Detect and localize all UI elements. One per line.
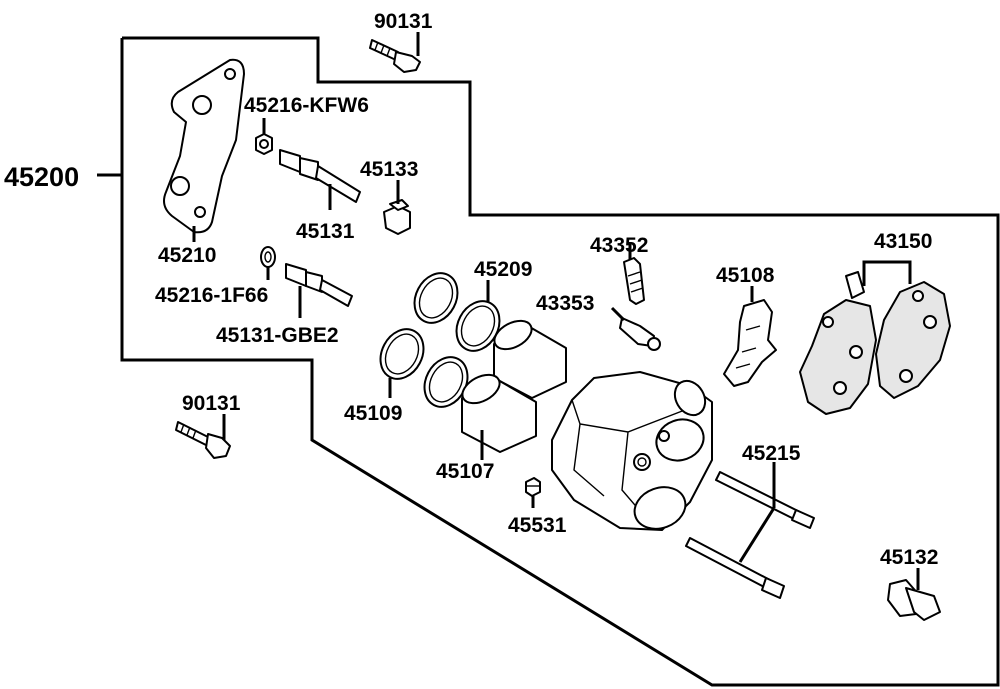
label-45109: 45109 (344, 402, 402, 425)
spring-45108 (723, 299, 777, 387)
label-43352: 43352 (590, 234, 648, 257)
label-45108: 45108 (716, 264, 775, 287)
nut-45216-kfw6 (255, 133, 273, 155)
assembly-outline (120, 36, 1000, 687)
label-45107: 45107 (436, 460, 494, 483)
label-45131: 45131 (296, 220, 355, 243)
bleeder-45531 (525, 477, 541, 497)
seal-45109-b (423, 356, 469, 408)
label-43150: 43150 (874, 230, 932, 253)
pin-45215-b (685, 537, 785, 599)
label-45215: 45215 (742, 442, 801, 465)
plug-45133 (383, 199, 411, 235)
label-45131-gbe2: 45131-GBE2 (216, 324, 339, 347)
cap-43353 (619, 317, 661, 351)
pad-43150-b (875, 281, 951, 399)
seal-45209-a (413, 272, 459, 324)
label-90131-left: 90131 (182, 392, 241, 415)
bleeder-43352 (623, 257, 645, 305)
label-45216-kfw6: 45216-KFW6 (244, 94, 369, 117)
label-43353: 43353 (536, 292, 594, 315)
bolt-90131-left (175, 421, 231, 459)
pin-45131 (279, 149, 361, 203)
label-45210: 45210 (158, 244, 216, 267)
bolt-90131-top (369, 39, 421, 73)
pin-45131-gbe2 (285, 263, 353, 307)
caliper-body (551, 371, 713, 531)
pad-43150-a (799, 271, 877, 415)
leader-43353 (610, 306, 626, 322)
washer-45216-1f66 (260, 246, 276, 268)
seal-45109-a (379, 328, 425, 380)
label-45133: 45133 (360, 158, 418, 181)
label-45216-1f66: 45216-1F66 (155, 284, 268, 307)
label-90131-top: 90131 (374, 10, 433, 33)
bolt-45132 (887, 579, 941, 621)
label-45209: 45209 (474, 258, 532, 281)
label-45132: 45132 (880, 546, 938, 569)
label-45200: 45200 (4, 162, 79, 192)
label-45531: 45531 (508, 514, 567, 537)
leader-45215-b (738, 507, 776, 563)
leader-43150 (862, 260, 912, 286)
bracket-45210 (163, 58, 245, 234)
